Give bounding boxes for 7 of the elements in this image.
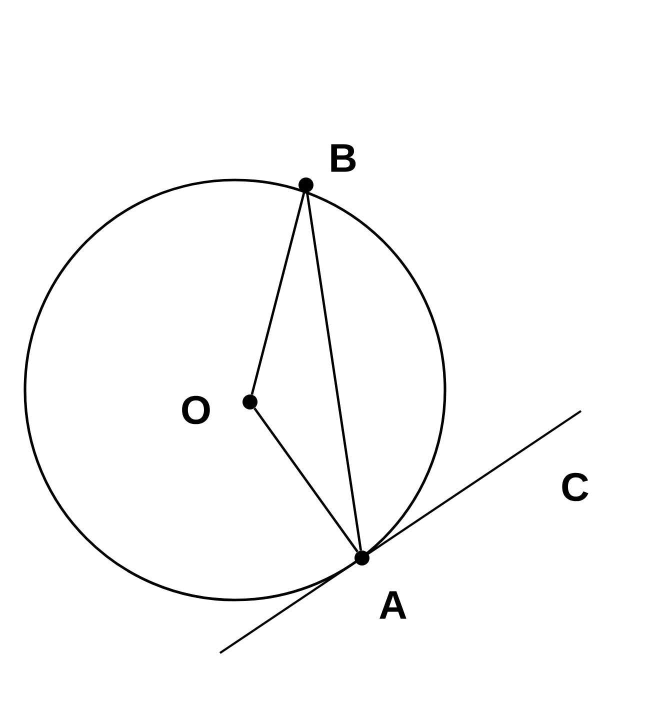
line-segment (250, 192, 306, 395)
point-label: B (331, 144, 356, 172)
line-segment (254, 408, 358, 552)
point-label: A (380, 591, 406, 619)
line-segment (306, 192, 362, 551)
point-label: O (182, 396, 210, 424)
point-label: C (562, 472, 588, 502)
